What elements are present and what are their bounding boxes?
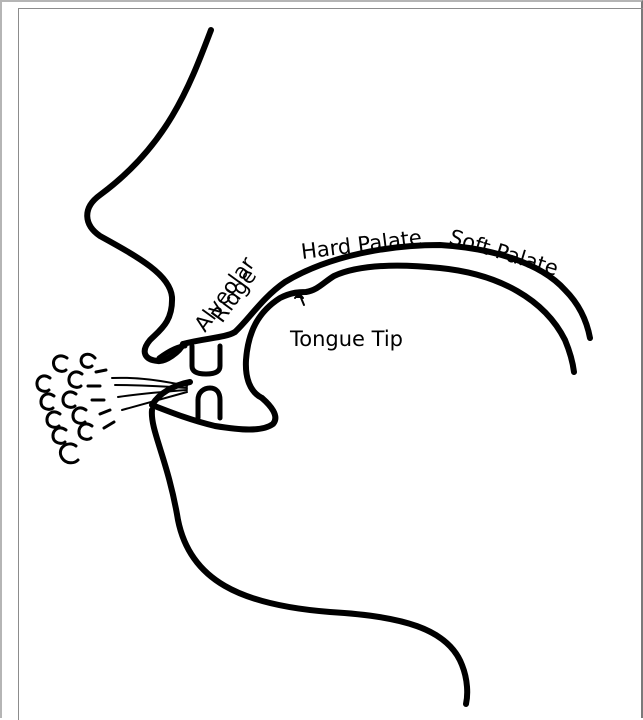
air-swirl bbox=[81, 354, 95, 367]
air-swirl bbox=[37, 376, 50, 391]
air-swirl bbox=[69, 372, 82, 387]
label-hard-palate: Hard Palate bbox=[300, 225, 423, 264]
airflow-line bbox=[118, 390, 187, 397]
air-dash bbox=[96, 370, 106, 372]
upper-tooth bbox=[192, 346, 220, 374]
air-swirl bbox=[60, 444, 78, 463]
jaw-neck-outline bbox=[152, 410, 467, 704]
label-tongue-tip: Tongue Tip bbox=[289, 327, 403, 351]
air-swirl bbox=[73, 408, 86, 423]
face-profile-outline bbox=[87, 30, 211, 361]
air-swirl bbox=[47, 412, 60, 427]
air-swirl bbox=[53, 428, 66, 443]
air-dash bbox=[104, 422, 114, 428]
air-dash bbox=[100, 410, 110, 414]
air-swirl bbox=[79, 424, 92, 439]
lower-tooth bbox=[198, 388, 220, 418]
air-swirl bbox=[63, 392, 76, 407]
air-swirl bbox=[53, 356, 67, 371]
air-swirl bbox=[41, 394, 54, 409]
